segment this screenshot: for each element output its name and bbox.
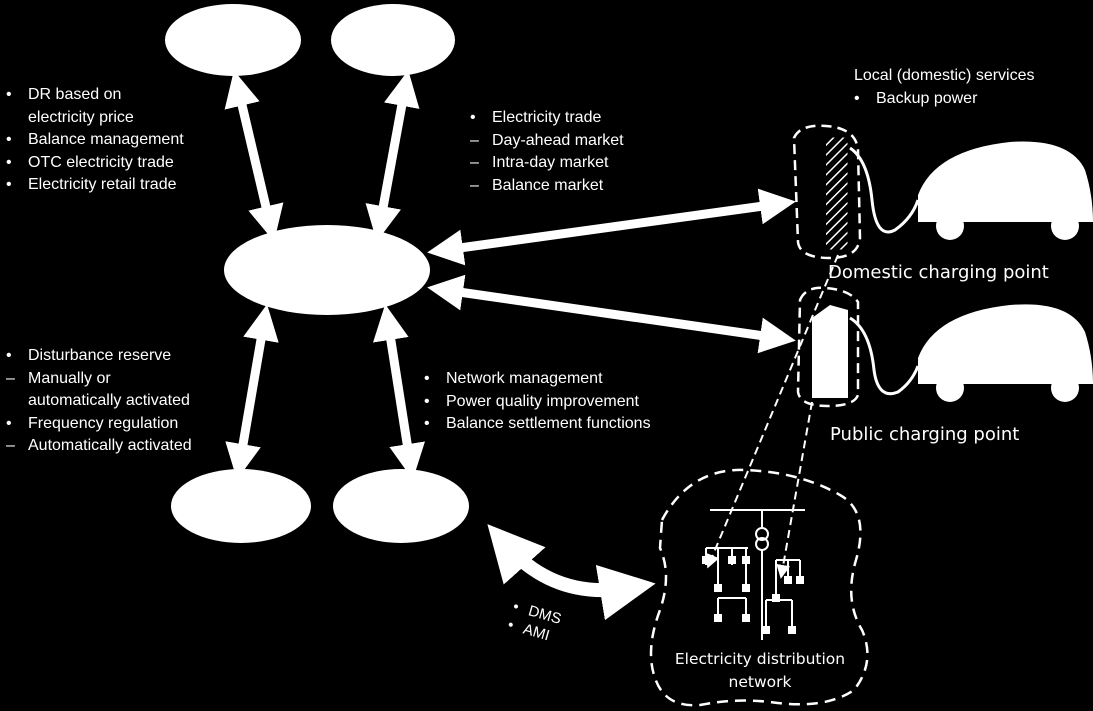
domestic-charging-cable (849, 146, 920, 234)
list-item: DR based on (28, 86, 122, 103)
local-services: Local (domestic) services •Backup power (854, 67, 1035, 107)
list-bottom-middle: •Network management •Power quality impro… (424, 370, 651, 432)
actor-ellipse-top-left (165, 4, 301, 76)
grid-nodes (702, 556, 804, 634)
list-item: electricity price (28, 108, 134, 126)
list-top-middle: •Electricity trade –Day-ahead market –In… (470, 109, 624, 194)
list-item: Automatically activated (28, 437, 192, 454)
grid-single-line-diagram (705, 509, 805, 640)
list-item: Balance management (28, 131, 184, 148)
list-item: Balance settlement functions (446, 415, 651, 432)
list-item: Electricity retail trade (28, 176, 177, 193)
list-item: automatically activated (28, 392, 190, 409)
list-bottom-left: •Disturbance reserve –Manually or automa… (6, 347, 192, 454)
public-car-icon (918, 304, 1093, 402)
public-charging-point-label: Public charging point (830, 424, 1020, 445)
actor-ellipse-center (224, 225, 430, 315)
local-services-item: Backup power (876, 89, 978, 107)
list-item: Intra-day market (492, 154, 609, 171)
list-item: Manually or (28, 369, 111, 387)
list-item: Disturbance reserve (28, 347, 172, 364)
list-item: Day-ahead market (492, 131, 624, 149)
arrow-center-public (427, 274, 796, 354)
dashed-link-domestic (706, 254, 839, 569)
arrow-center-domestic (427, 188, 796, 266)
actor-ellipse-bottom-left (171, 469, 311, 543)
actor-ellipse-bottom-right (333, 469, 469, 543)
public-charging-cable (849, 316, 920, 396)
list-item: OTC electricity trade (28, 153, 174, 171)
arrow-top-left-center (224, 70, 284, 242)
distribution-network-boundary (649, 468, 869, 707)
list-top-left: •DR based on electricity price •Balance … (6, 86, 184, 193)
dashed-link-public (776, 401, 813, 579)
arrow-top-right-center (365, 70, 420, 242)
list-item: Electricity trade (492, 109, 602, 126)
actor-ellipse-top-right (331, 4, 455, 76)
list-item: Power quality improvement (446, 392, 639, 410)
transformer-icon (755, 527, 769, 541)
list-item: Network management (446, 370, 603, 387)
arrow-center-bottom-right (373, 304, 425, 480)
domestic-charging-point-label: Domestic charging point (828, 262, 1049, 283)
list-item: Frequency regulation (28, 414, 179, 432)
distribution-network-label: Electricity distribution network (674, 650, 846, 691)
arrow-center-bottom-left (225, 304, 279, 480)
curved-arrow-network (487, 524, 656, 621)
public-charger-icon (796, 286, 860, 408)
list-item: Balance market (492, 176, 604, 194)
domestic-car-icon (918, 141, 1093, 240)
local-services-title: Local (domestic) services (854, 67, 1035, 84)
domestic-charger-icon (792, 124, 862, 260)
